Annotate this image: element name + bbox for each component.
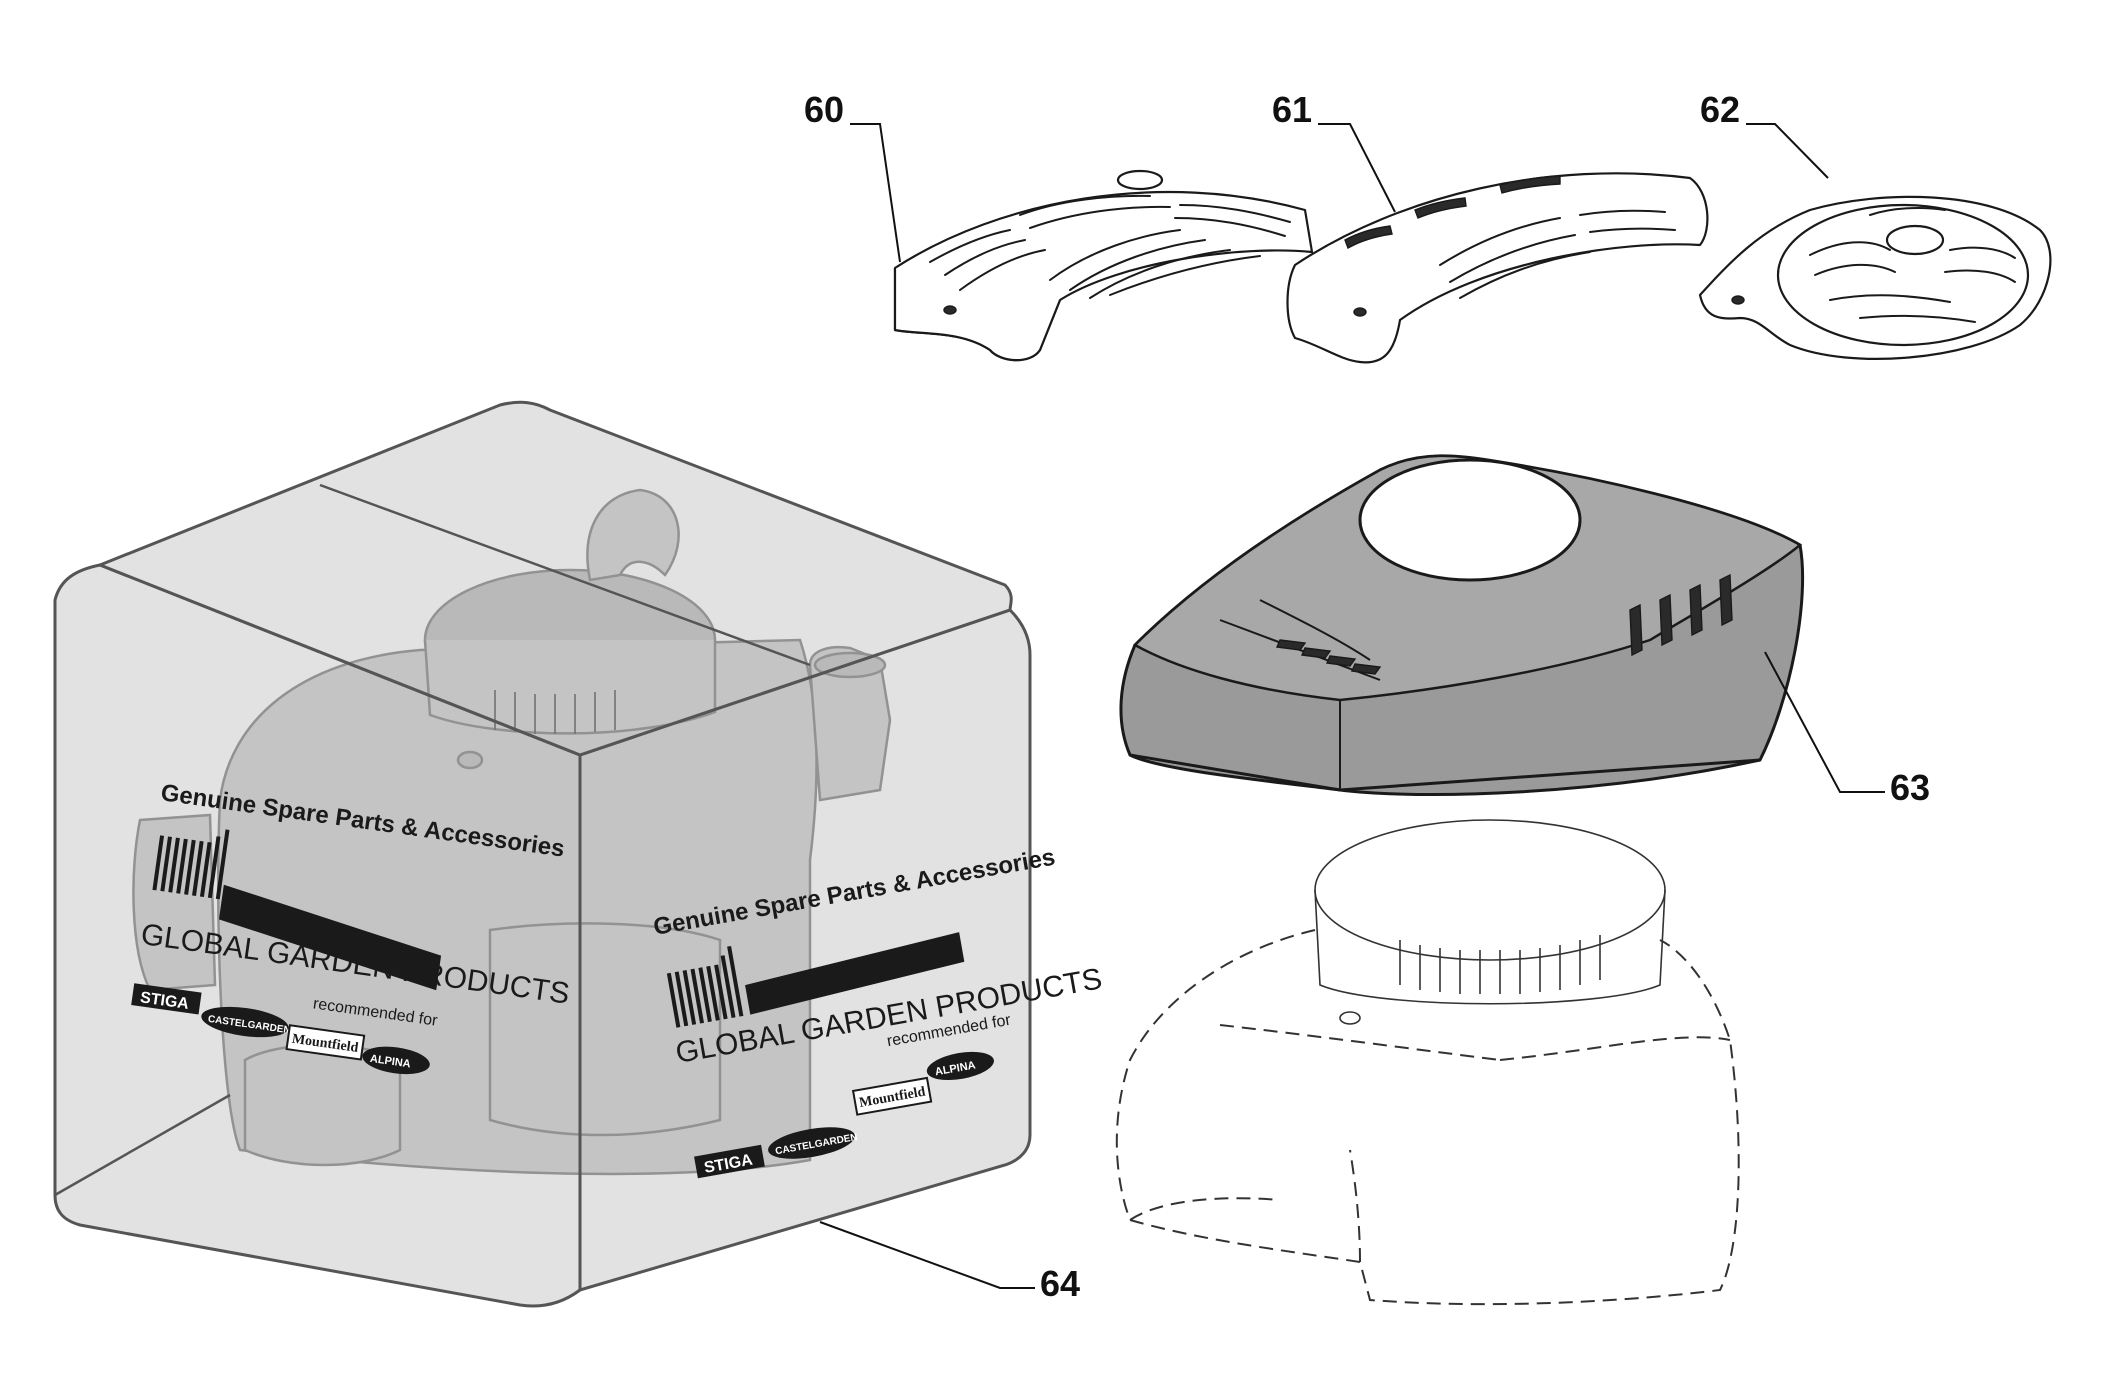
leader-63 (1764, 651, 1885, 793)
brand-castelgarden-left: CASTELGARDEN (201, 1006, 291, 1038)
part-64-boxed-engine: Genuine Spare Parts & Accessories GLOBAL… (53, 400, 1105, 1308)
brand-mountfield-right: Mountfield (851, 1076, 933, 1116)
svg-text:ALPINA: ALPINA (369, 1053, 411, 1071)
engine-inside-box (132, 488, 892, 1176)
part-62-round-grille (1698, 195, 2052, 360)
part-61-vented-cover (1286, 172, 1709, 364)
engine-fins (494, 690, 616, 734)
brand-mountfield-left: Mountfield (285, 1024, 366, 1061)
callout-64: 64 (1040, 1263, 1080, 1304)
brand-stiga-left: STIGA (131, 983, 202, 1015)
label-band-right (745, 932, 965, 1015)
barcode-right (666, 945, 744, 1028)
leader-64 (819, 1221, 1035, 1289)
leader-62 (1746, 123, 1829, 179)
callout-60: 60 (804, 89, 844, 130)
leader-61 (1318, 123, 1396, 213)
part-62-slots (1809, 206, 2016, 323)
barcode-left (152, 829, 230, 900)
leader-60 (850, 123, 901, 263)
callout-61: 61 (1272, 89, 1312, 130)
brand-alpina-left: ALPINA (362, 1046, 430, 1075)
part-61-vents (1344, 175, 1676, 299)
part-60-ribs (929, 194, 1291, 299)
brand-alpina-right: ALPINA (926, 1051, 994, 1081)
part-63-top-vents (1275, 639, 1382, 675)
svg-text:STIGA: STIGA (139, 989, 190, 1013)
callout-63: 63 (1890, 767, 1930, 808)
reference-engine-dashed-outline (1115, 819, 1740, 1306)
dashed-fins (1399, 935, 1601, 994)
label-band-left (218, 884, 442, 991)
part-63-engine-cover (1119, 454, 1805, 797)
part-63-side-vents (1629, 573, 1733, 657)
part-60-ribbed-cover (893, 169, 1314, 362)
callout-62: 62 (1700, 89, 1740, 130)
